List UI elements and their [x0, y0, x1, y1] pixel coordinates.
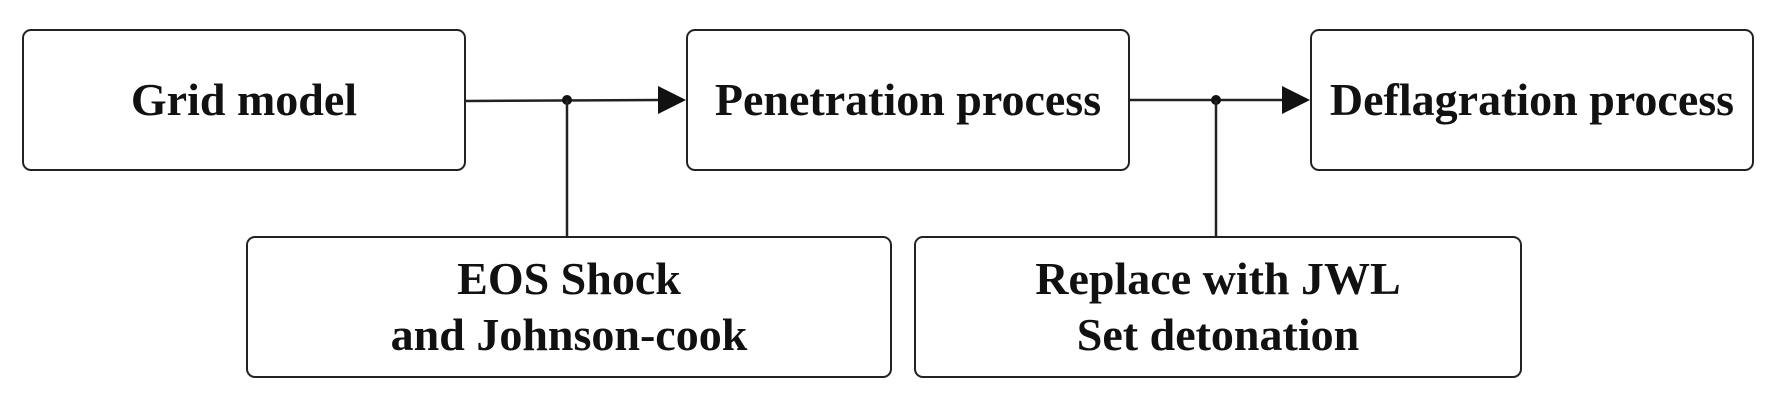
node-label-line-1: Replace with JWL: [1035, 253, 1401, 304]
node-penetration-process: Penetration process: [686, 29, 1130, 171]
node-grid-model: Grid model: [22, 29, 466, 171]
node-label: Deflagration process: [1329, 74, 1735, 125]
node-label-line-2: Set detonation: [1076, 309, 1360, 360]
node-label-line-1: EOS Shock: [457, 253, 681, 304]
node-label-line-2: and Johnson-cook: [390, 309, 748, 360]
node-deflagration-process: Deflagration process: [1310, 29, 1754, 171]
node-label: Grid model: [130, 74, 358, 125]
arrowhead-penetration-to-deflagration: [1282, 86, 1310, 114]
node-replace-with-jwl: Replace with JWL Set detonation: [914, 236, 1522, 378]
node-label: Penetration process: [714, 74, 1102, 125]
arrowhead-grid-to-penetration: [658, 86, 686, 114]
node-eos-shock-johnson-cook: EOS Shock and Johnson-cook: [246, 236, 892, 378]
